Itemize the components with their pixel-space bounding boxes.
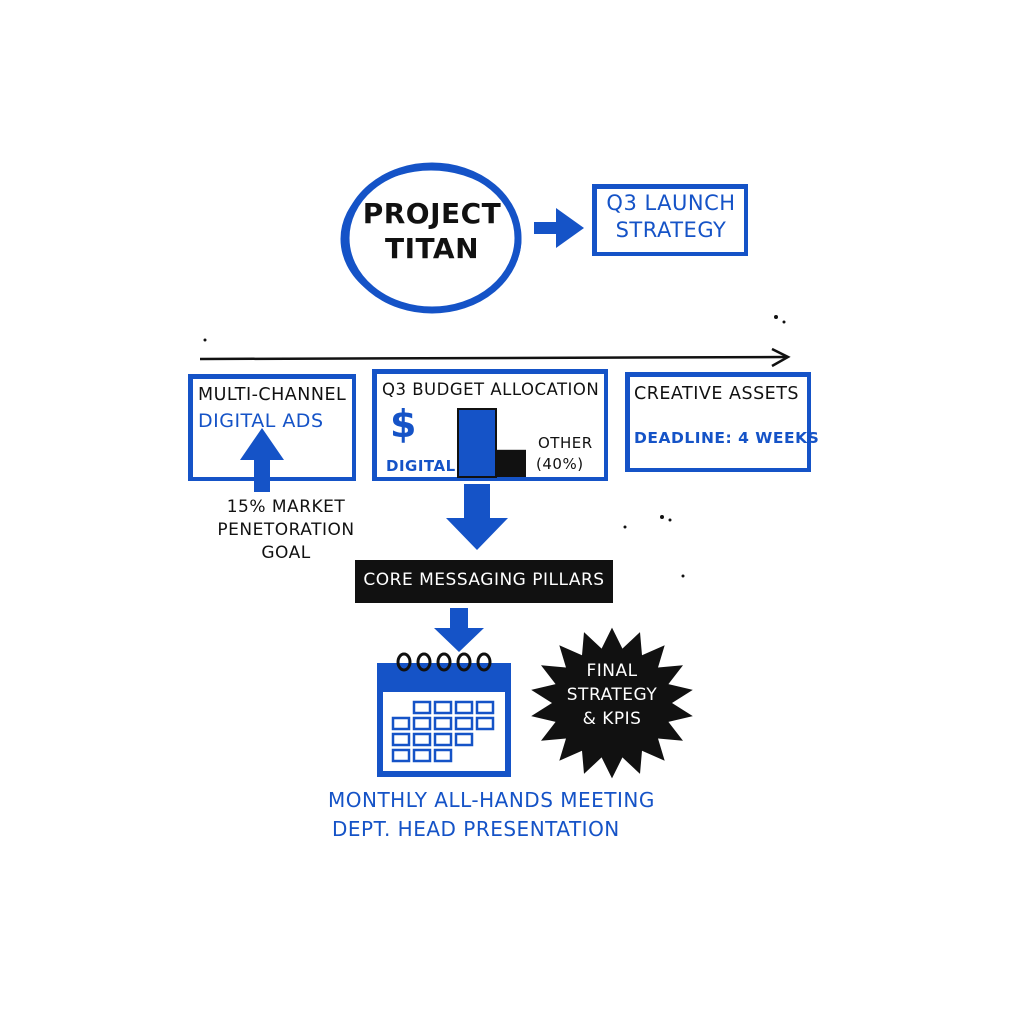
creative-deadline: DEADLINE: 4 WEEKS — [634, 429, 820, 447]
calendar-day-cell — [433, 700, 453, 715]
strategy-box-frame — [592, 184, 748, 256]
budget-bars — [457, 408, 526, 478]
calendar-day-cell — [433, 732, 453, 747]
ads-line2: DIGITAL ADS — [198, 409, 324, 432]
pillars-banner-bg — [355, 560, 613, 603]
calendar-icon — [377, 652, 511, 777]
budget-digital-label: DIGITAL — [386, 457, 456, 475]
calendar-day-cell — [475, 716, 495, 731]
calendar-day-cell — [391, 716, 411, 731]
bar-digital — [457, 408, 497, 478]
ads-box-frame — [188, 374, 356, 481]
calendar-day-cell — [454, 716, 474, 731]
budget-title: Q3 BUDGET ALLOCATION — [382, 380, 600, 399]
timeline-arrow-icon — [199, 347, 791, 368]
pillars-banner-label: CORE MESSAGING PILLARS — [363, 570, 605, 590]
goal-line3: GOAL — [261, 542, 311, 563]
project-hub-circle — [340, 162, 522, 314]
calendar-day-cell — [475, 700, 495, 715]
calendar-day-cell — [454, 732, 474, 747]
goal-note: 15% MARKET PENETORATION GOAL — [202, 496, 370, 565]
budget-down-arrow — [446, 484, 508, 550]
pillars-down-arrow — [434, 608, 484, 652]
calendar-day-cell — [391, 748, 411, 763]
starburst-shape — [531, 627, 693, 779]
ads-box-label: MULTI-CHANNEL DIGITAL ADS — [198, 383, 350, 434]
goal-line1: 15% MARKET — [226, 497, 346, 517]
strategy-line1: Q3 LAUNCH — [606, 191, 736, 215]
starburst-label: FINAL STRATEGY & KPIS — [552, 660, 672, 731]
calendar-day-cell — [391, 732, 411, 747]
dollar-icon: $ — [390, 402, 417, 446]
ads-line1: MULTI-CHANNEL — [198, 385, 347, 405]
calendar-day-cell — [433, 748, 453, 763]
hub-title: PROJECT TITAN — [362, 196, 502, 266]
creative-title: CREATIVE ASSETS — [634, 384, 800, 404]
calendar-day-cell — [454, 700, 474, 715]
hub-title-line2: TITAN — [384, 232, 480, 265]
calendar-day-cell — [412, 732, 432, 747]
calendar-day-cell — [433, 716, 453, 731]
meeting-line1: MONTHLY ALL-HANDS MEETING — [328, 788, 655, 812]
calendar-day-cell — [412, 700, 432, 715]
calendar-day-cell — [412, 716, 432, 731]
starburst-line3: & KPIS — [582, 708, 642, 729]
ink-specks — [203, 315, 786, 578]
budget-other-pct: (40%) — [536, 455, 584, 473]
goal-line2: PENETORATION — [217, 519, 355, 540]
budget-other-label: OTHER — [538, 434, 593, 452]
starburst-line1: FINAL — [586, 661, 638, 681]
creative-box-frame — [625, 372, 811, 472]
hub-to-strategy-arrow — [534, 208, 584, 248]
starburst-line2: STRATEGY — [566, 684, 658, 705]
meeting-line2: DEPT. HEAD PRESENTATION — [332, 817, 620, 841]
meeting-caption: MONTHLY ALL-HANDS MEETING DEPT. HEAD PRE… — [328, 786, 655, 844]
goal-up-arrow — [240, 428, 284, 492]
strategy-box-label: Q3 LAUNCH STRATEGY — [596, 190, 746, 245]
creative-box-label: CREATIVE ASSETS DEADLINE: 4 WEEKS — [634, 384, 820, 448]
strategy-line2: STRATEGY — [615, 218, 727, 243]
bar-other — [496, 449, 526, 477]
hub-title-line1: PROJECT — [362, 197, 502, 230]
calendar-day-cell — [412, 748, 432, 763]
